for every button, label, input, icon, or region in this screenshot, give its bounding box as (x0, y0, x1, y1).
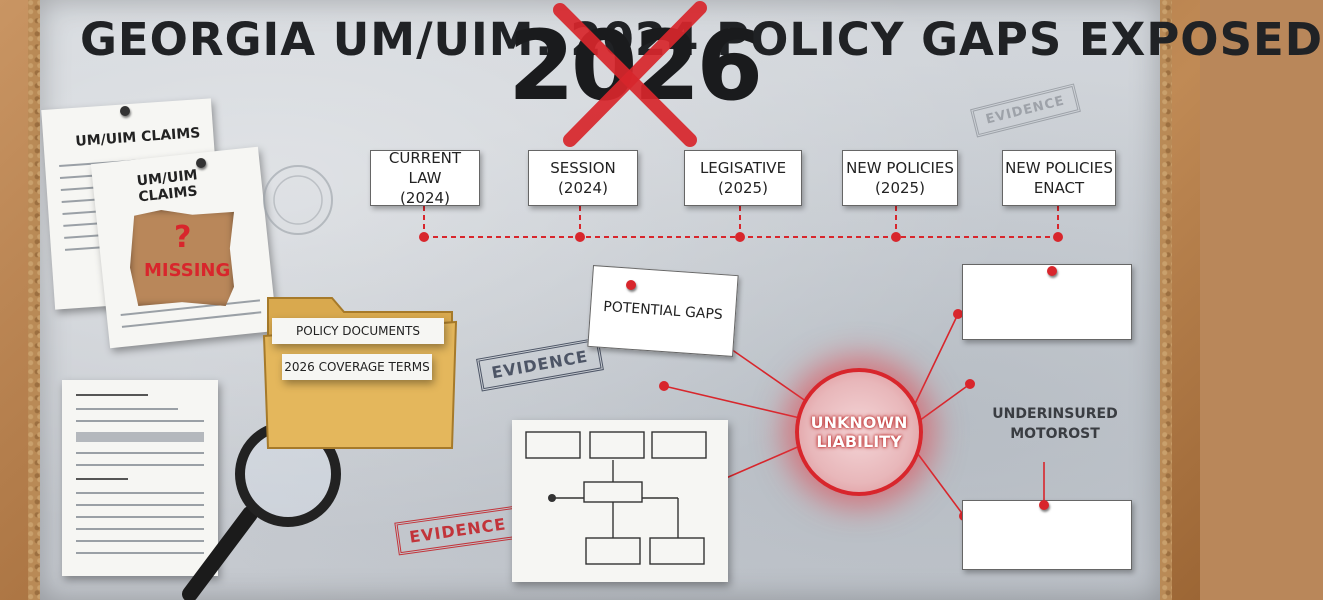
faint-seal-stamp (263, 165, 333, 235)
red-pushpin (626, 280, 636, 290)
cross-out-mark (553, 1, 707, 147)
folder-tab-policy-documents: POLICY DOCUMENTS (272, 318, 444, 344)
report-document (62, 380, 218, 576)
torn-missing-hole: ? MISSING (130, 210, 234, 306)
question-mark-icon: ? (174, 220, 192, 255)
headline-text: GEORGIA UM/UIM: 2024 POLICY GAPS EXPOSED (80, 13, 1323, 66)
timeline-card: CURRENT LAW(2024) (370, 149, 480, 207)
flowchart-sheet (512, 420, 728, 582)
blank-note-top (962, 264, 1132, 340)
black-pushpin (120, 106, 130, 116)
black-pushpin (196, 158, 206, 168)
folder-tab-coverage-terms: 2026 COVERAGE TERMS (282, 354, 432, 380)
timeline-card: SESSION(2024) (528, 150, 638, 206)
unknown-liability-badge: UNKNOWN LIABILITY (795, 368, 923, 496)
magnifying-glass-icon (182, 421, 341, 600)
red-pushpin (1039, 500, 1049, 510)
missing-label: MISSING (144, 260, 231, 281)
timeline-card: LEGISATIVE(2025) (684, 150, 802, 206)
underinsured-note: UNDERINSURED MOTOROST (992, 406, 1118, 442)
flowchart-diagram (525, 431, 707, 565)
red-pushpin (1047, 266, 1057, 276)
potential-gaps-note: POTENTIAL GAPS (587, 265, 739, 357)
headline: GEORGIA UM/UIM: 2024 POLICY GAPS EXPOSED (80, 8, 1322, 72)
blank-note-bottom (962, 500, 1132, 570)
timeline-card: NEW POLICIES(2025) (842, 150, 958, 206)
